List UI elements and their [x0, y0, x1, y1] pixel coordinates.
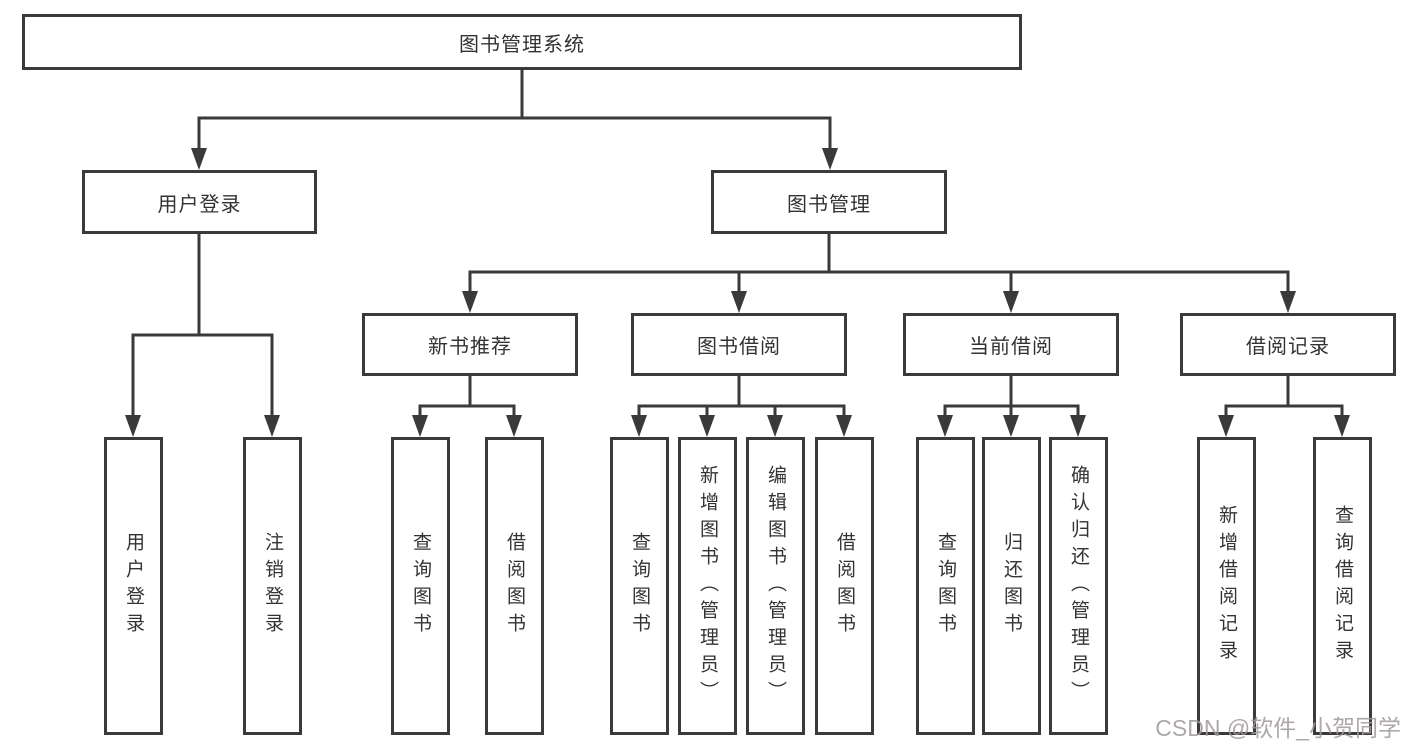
- leaf-logout-label: 注销登录: [262, 532, 283, 640]
- leaf-borrow-book-recommend-label: 借阅图书: [504, 532, 525, 640]
- leaf-edit-book-admin-label: 编辑图书（管理员）: [765, 464, 786, 708]
- node-borrow-record: 借阅记录: [1180, 313, 1396, 376]
- leaf-query-book-borrow-label: 查询图书: [629, 532, 650, 640]
- node-user-login: 用户登录: [82, 170, 317, 234]
- node-user-login-label: 用户登录: [157, 193, 242, 216]
- node-new-book-recommend-label: 新书推荐: [428, 336, 512, 358]
- node-current-borrow: 当前借阅: [903, 313, 1119, 376]
- leaf-add-borrow-record: 新增借阅记录: [1197, 437, 1256, 735]
- node-book-management: 图书管理: [711, 170, 947, 234]
- leaf-query-book-recommend-label: 查询图书: [410, 532, 431, 640]
- watermark: CSDN @软件_小贺同学: [1155, 715, 1401, 741]
- leaf-confirm-return-admin-label: 确认归还（管理员）: [1068, 464, 1089, 708]
- leaf-edit-book-admin: 编辑图书（管理员）: [746, 437, 805, 735]
- leaf-query-book-current: 查询图书: [916, 437, 975, 735]
- node-book-borrow-label: 图书借阅: [697, 336, 781, 358]
- leaf-add-book-admin: 新增图书（管理员）: [678, 437, 737, 735]
- node-book-management-label: 图书管理: [787, 193, 871, 216]
- leaf-user-login: 用户登录: [104, 437, 163, 735]
- leaf-borrow-book: 借阅图书: [815, 437, 874, 735]
- leaf-query-borrow-record: 查询借阅记录: [1313, 437, 1372, 735]
- node-book-borrow: 图书借阅: [631, 313, 847, 376]
- leaf-borrow-book-recommend: 借阅图书: [485, 437, 544, 735]
- leaf-logout: 注销登录: [243, 437, 302, 735]
- leaf-return-book-label: 归还图书: [1001, 532, 1022, 640]
- leaf-confirm-return-admin: 确认归还（管理员）: [1049, 437, 1108, 735]
- leaf-add-borrow-record-label: 新增借阅记录: [1216, 505, 1237, 667]
- leaf-borrow-book-label: 借阅图书: [834, 532, 855, 640]
- node-root: 图书管理系统: [22, 14, 1022, 70]
- leaf-query-book-recommend: 查询图书: [391, 437, 450, 735]
- leaf-query-borrow-record-label: 查询借阅记录: [1332, 505, 1353, 667]
- leaf-query-book-current-label: 查询图书: [935, 532, 956, 640]
- leaf-query-book-borrow: 查询图书: [610, 437, 669, 735]
- node-current-borrow-label: 当前借阅: [969, 336, 1053, 358]
- node-root-label: 图书管理系统: [459, 33, 585, 56]
- leaf-user-login-label: 用户登录: [123, 532, 144, 640]
- node-new-book-recommend: 新书推荐: [362, 313, 578, 376]
- node-borrow-record-label: 借阅记录: [1246, 336, 1330, 358]
- leaf-add-book-admin-label: 新增图书（管理员）: [697, 464, 718, 708]
- leaf-return-book: 归还图书: [982, 437, 1041, 735]
